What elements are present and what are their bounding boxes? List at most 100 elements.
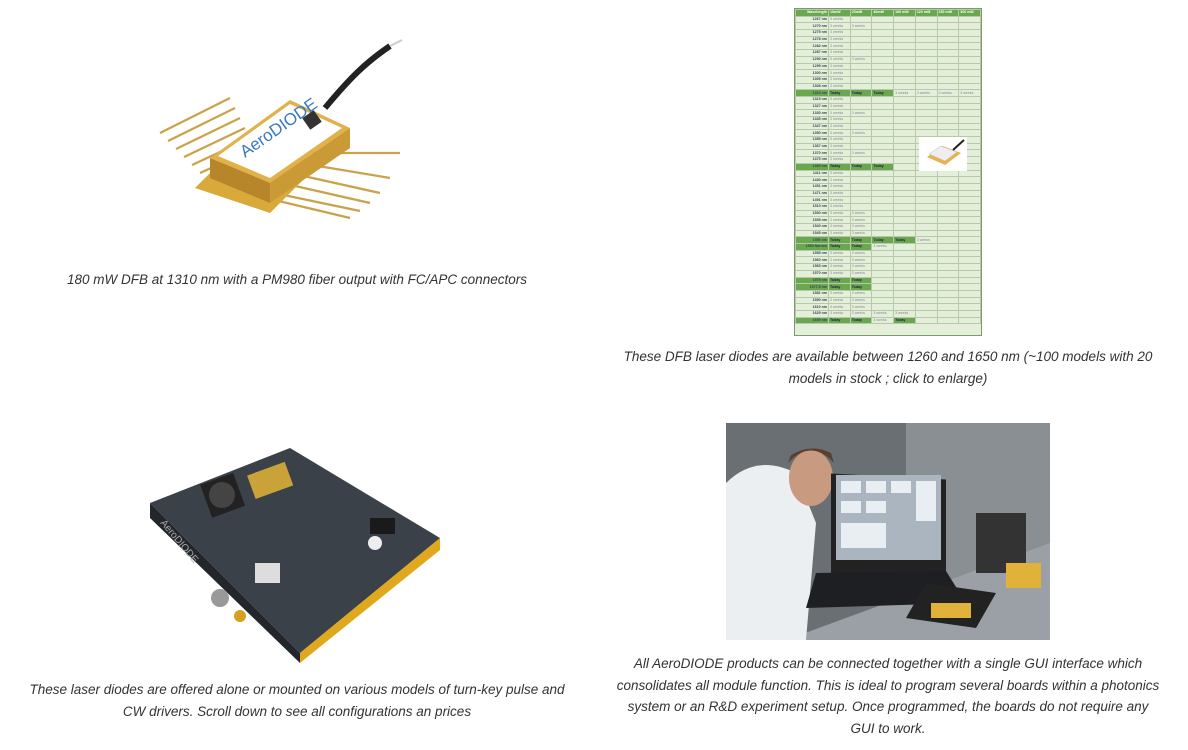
availability-cell (936, 209, 960, 218)
wavelength-cell: 1315 nm (795, 95, 829, 104)
availability-cell (893, 196, 916, 204)
laser-driver-board-image[interactable]: AeroDIODE (140, 438, 450, 663)
availability-cell (871, 22, 895, 31)
availability-cell (893, 29, 916, 37)
availability-cell (871, 122, 895, 131)
wavelength-cell: 1530 nm (795, 209, 829, 218)
availability-cell (871, 102, 895, 111)
availability-cell (871, 75, 895, 84)
availability-cell: 3 weeks (828, 229, 851, 238)
availability-cell: 3 weeks (849, 216, 873, 224)
availability-cell (936, 303, 960, 311)
wavelength-cell: 1305 nm (795, 75, 829, 84)
availability-cell: Today (849, 316, 873, 325)
availability-cell: Today (871, 236, 895, 245)
availability-cell (893, 35, 916, 44)
availability-cell (958, 182, 981, 191)
availability-cell (893, 129, 916, 138)
wavelength-cell: 1355 nm (795, 136, 829, 144)
availability-cell (936, 109, 960, 117)
availability-cell (849, 69, 873, 77)
wavelength-cell: 1295 nm (795, 62, 829, 71)
availability-cell (936, 75, 960, 84)
availability-cell (893, 55, 916, 64)
availability-cell (958, 189, 981, 198)
availability-cell (936, 243, 960, 251)
availability-cell (871, 182, 895, 191)
availability-cell (871, 156, 895, 164)
availability-cell (914, 216, 938, 224)
availability-cell (914, 15, 938, 24)
availability-cell (914, 69, 938, 77)
availability-cell (936, 35, 960, 44)
availability-cell (871, 95, 895, 104)
availability-cell: 3 weeks (849, 149, 873, 158)
availability-cell: 3 weeks (914, 236, 938, 245)
availability-cell: Today (849, 162, 873, 171)
availability-cell: 3 weeks (849, 55, 873, 64)
availability-cell: 3 weeks (828, 202, 851, 211)
availability-cell (893, 223, 916, 231)
availability-cell (893, 156, 916, 164)
availability-cell (893, 263, 916, 271)
availability-cell (958, 303, 981, 311)
availability-cell: 3 weeks (871, 316, 895, 325)
availability-cell (893, 289, 916, 298)
availability-cell: 3 weeks (849, 303, 873, 311)
availability-cell: 3 weeks (828, 216, 851, 224)
availability-cell (871, 303, 895, 311)
wavelength-cell: 1375 nm (795, 156, 829, 164)
availability-cell (936, 95, 960, 104)
availability-cell (849, 116, 873, 124)
availability-cell (849, 202, 873, 211)
wavelength-cell: 1275 nm (795, 29, 829, 37)
wavelength-cell: 1535 nm (795, 216, 829, 224)
wavelength-cell: 1287 nm (795, 49, 829, 57)
availability-cell (958, 269, 981, 278)
availability-cell (936, 189, 960, 198)
column-header: 120 mW (914, 9, 938, 17)
gui-workstation-photo[interactable] (726, 423, 1050, 640)
availability-cell (936, 196, 960, 204)
wavelength-cell: 1282 nm (795, 42, 829, 51)
availability-cell (893, 162, 916, 171)
availability-cell (958, 15, 981, 24)
availability-cell (958, 122, 981, 131)
availability-cell (914, 95, 938, 104)
availability-cell (958, 276, 981, 285)
availability-cell: 3 weeks (828, 15, 851, 24)
wavelength-cell: 1555 nm (795, 249, 829, 258)
availability-cell (849, 62, 873, 71)
availability-cell (936, 296, 960, 305)
availability-cell: 3 weeks (828, 189, 851, 198)
availability-cell (871, 169, 895, 178)
availability-cell (871, 269, 895, 278)
availability-cell (936, 256, 960, 265)
availability-cell (914, 289, 938, 298)
availability-cell: 3 weeks (849, 263, 873, 271)
availability-cell (958, 116, 981, 124)
wavelength-cell: 1625 nm (795, 309, 829, 318)
availability-cell: 3 weeks (871, 243, 895, 251)
availability-cell (958, 129, 981, 138)
availability-cell (893, 209, 916, 218)
availability-cell (958, 62, 981, 71)
availability-cell (849, 49, 873, 57)
wavelength-cell: 1650 nm (795, 316, 829, 325)
availability-cell (914, 182, 938, 191)
wavelength-cell: 1278 nm (795, 35, 829, 44)
availability-cell: 3 weeks (828, 69, 851, 77)
availability-cell (936, 69, 960, 77)
dfb-laser-image[interactable]: AeroDIODE (150, 38, 410, 238)
availability-cell (936, 229, 960, 238)
availability-cell (914, 55, 938, 64)
